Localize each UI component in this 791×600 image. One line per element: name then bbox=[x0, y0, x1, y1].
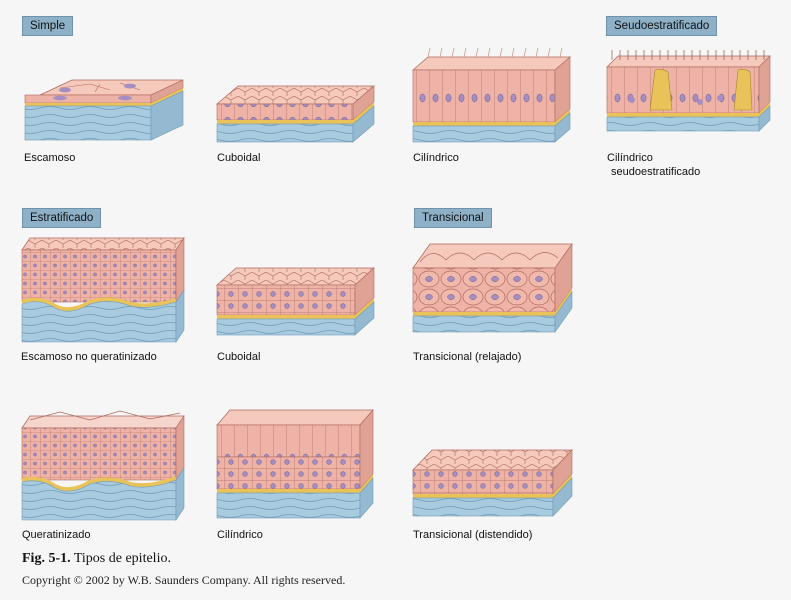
label-strat-cuboidal: Cuboidal bbox=[217, 351, 261, 363]
copyright-notice: Copyright © 2002 by W.B. Saunders Compan… bbox=[22, 573, 346, 587]
figure-caption: Fig. 5-1. Tipos de epitelio. bbox=[22, 551, 171, 567]
label-strat-columnar: Cilíndrico bbox=[217, 529, 263, 541]
simple-cuboidal-block bbox=[215, 85, 376, 143]
strat-cuboidal-block bbox=[215, 267, 376, 336]
simple-columnar-block bbox=[411, 47, 572, 143]
pseudostratified-block bbox=[606, 50, 771, 132]
label-strat-keratinized: Queratinizado bbox=[22, 529, 91, 541]
header-simple: Simple bbox=[22, 16, 74, 36]
transitional-relaxed-block bbox=[412, 243, 573, 333]
strat-columnar-block bbox=[216, 409, 374, 519]
header-stratified: Estratificado bbox=[22, 208, 102, 228]
label-simple-cuboidal: Cuboidal bbox=[217, 152, 261, 164]
transitional-distended-block bbox=[412, 449, 573, 517]
label-trans-relaxed: Transicional (relajado) bbox=[413, 351, 522, 363]
figure-number: Fig. 5-1. bbox=[22, 551, 71, 566]
label-pseudostratified-line1: Cilíndrico bbox=[607, 152, 653, 164]
simple-squamous-block bbox=[24, 79, 184, 141]
label-pseudostratified-line2: seudoestratificado bbox=[611, 166, 701, 178]
label-pseudostratified: Cilíndrico seudoestratificado bbox=[607, 151, 700, 179]
label-simple-columnar: Cilíndrico bbox=[413, 152, 459, 164]
strat-squamous-keratinized-block bbox=[21, 410, 185, 521]
figure-title: Tipos de epitelio. bbox=[73, 551, 171, 566]
header-transitional: Transicional bbox=[414, 208, 492, 228]
header-pseudostratified: Seudoestratificado bbox=[606, 16, 718, 36]
label-trans-distended: Transicional (distendido) bbox=[413, 529, 533, 541]
strat-squamous-nonkeratinized-block bbox=[21, 237, 185, 343]
label-simple-squamous: Escamoso bbox=[24, 152, 76, 164]
label-strat-nonkeratinized: Escamoso no queratinizado bbox=[21, 351, 157, 363]
